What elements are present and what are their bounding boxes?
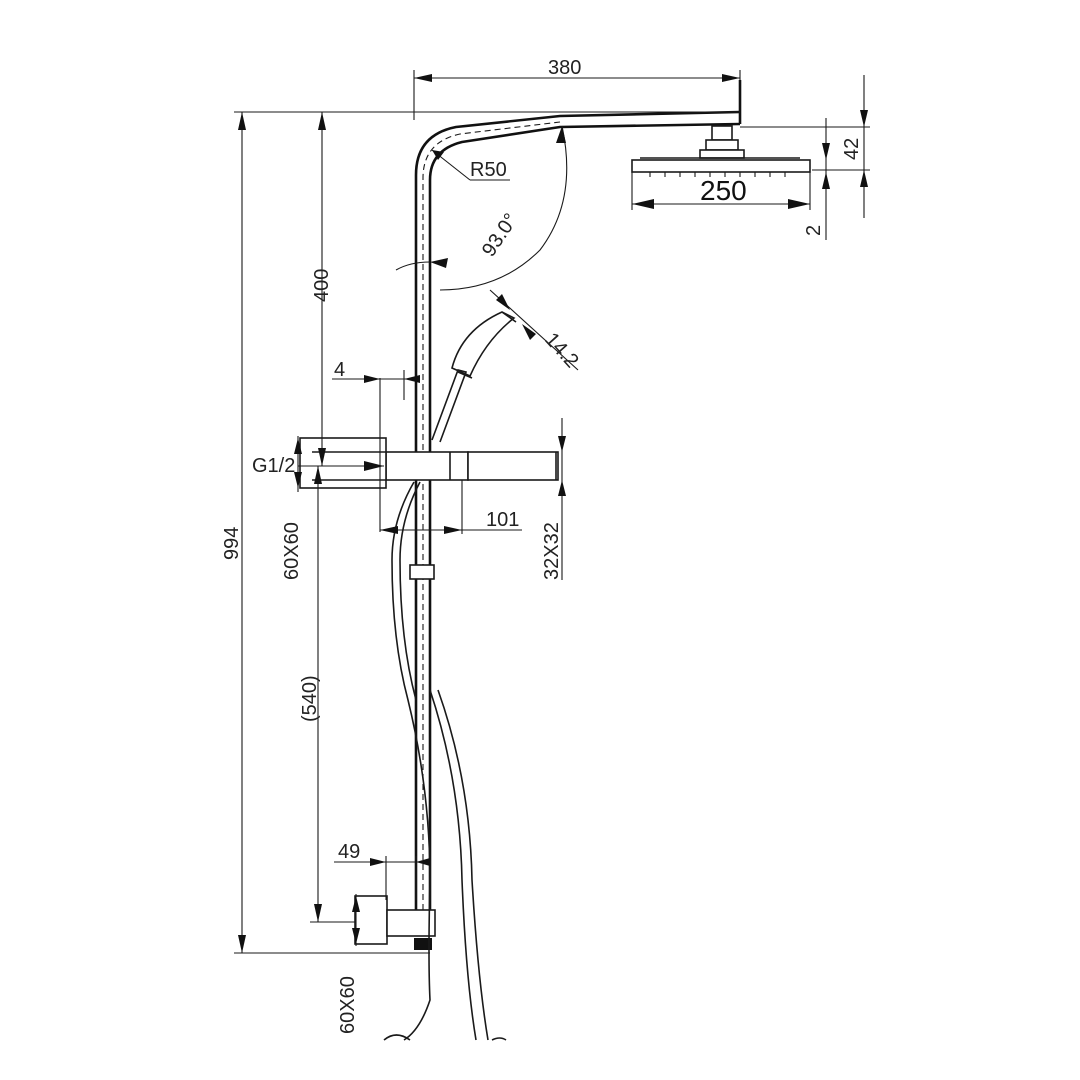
dimension-32x32: 32X32 [541,418,566,580]
dimension-250: 250 [631,172,811,210]
riser-clip [409,564,435,580]
dimension-540: (540) [299,466,356,923]
shower-head-nozzles [649,172,786,177]
dimension-r50: R50 [431,149,510,181]
dimension-540-label: (540) [299,675,321,722]
dimension-101: 101 [380,480,522,534]
bottom-wall-bracket [354,895,436,950]
hose [383,481,507,1041]
hand-shower [431,311,517,443]
dimension-380: 380 [413,57,741,120]
dimension-thread: G1/2 [252,455,384,477]
dimension-60x60-bottom: 60X60 [337,894,360,1034]
top-wall-bracket [299,437,387,489]
dimension-4: 4 [332,359,420,532]
shower-head [631,125,811,177]
dimension-60x60-top-label: 60X60 [281,522,303,580]
dimension-994-label: 994 [221,527,243,560]
dimension-60x60-bottom-label: 60X60 [337,976,359,1034]
dimension-60x60-top: 60X60 [281,436,303,580]
dimension-2: 2 [803,118,830,240]
dimension-49: 49 [334,841,430,900]
dimension-42-label: 42 [841,138,863,160]
dimension-r50-label: R50 [470,159,507,181]
riser-pipe [414,80,742,935]
dimension-14-2: 14.2 [489,289,583,373]
dimension-49-label: 49 [338,841,360,863]
dimension-4-label: 4 [334,359,345,381]
dimension-400: 400 [311,112,333,466]
dimension-380-label: 380 [548,57,581,79]
dimension-101-label: 101 [486,509,519,531]
hand-shower-holder [385,451,559,481]
dimension-thread-label: G1/2 [252,455,295,477]
dimension-400-label: 400 [311,269,333,302]
dimension-250-label: 250 [700,175,747,206]
dimension-2-label: 2 [803,225,825,236]
dimension-994: 994 [221,111,740,954]
dimension-14-2-label: 14.2 [540,329,582,373]
dimension-32x32-label: 32X32 [541,522,563,580]
dimension-angle-label: 93.0° [478,210,522,261]
dimension-42: 42 [740,75,870,218]
